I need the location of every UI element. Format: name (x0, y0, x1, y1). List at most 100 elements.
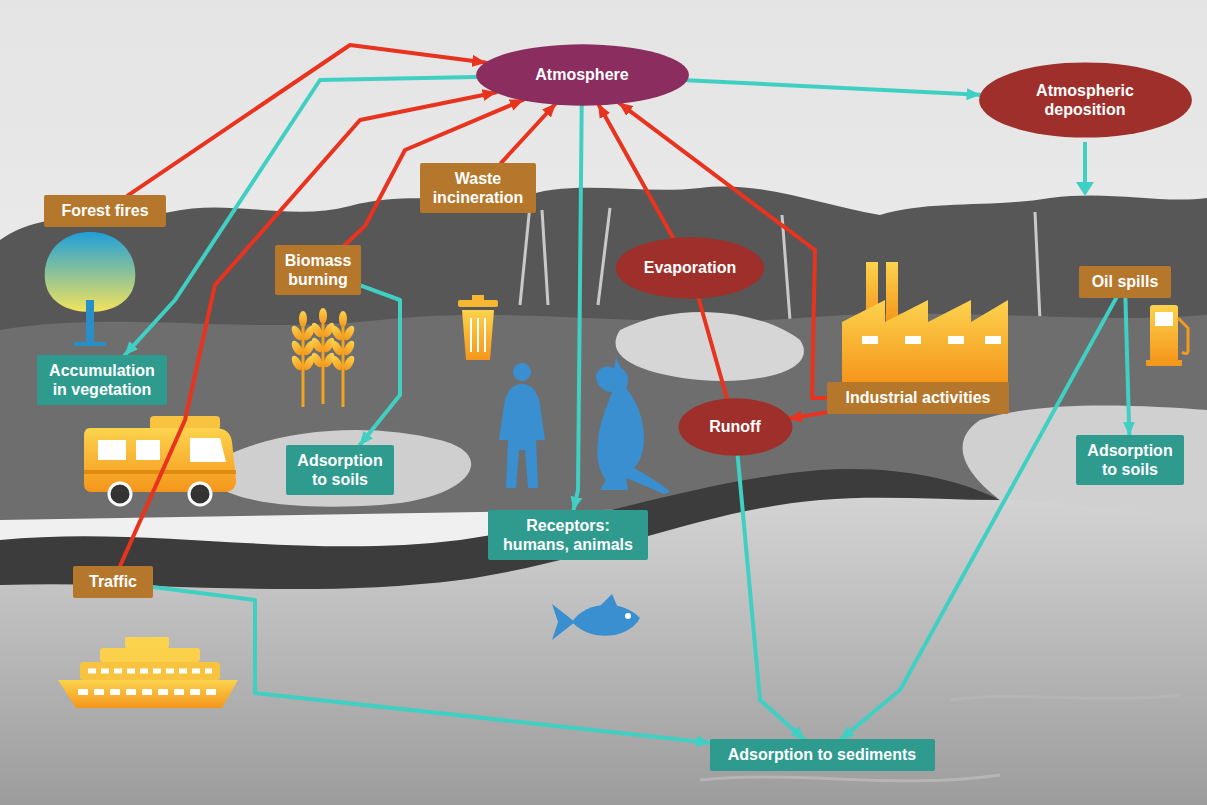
atmosphere-ellipse: Atmosphere (475, 44, 690, 106)
fuel-pump-icon (1146, 305, 1188, 366)
node-label: Atmosphere (535, 65, 628, 84)
ship-icon (58, 637, 238, 708)
sand-patch (615, 312, 803, 381)
wheat-stalk (330, 311, 357, 407)
source-box: Industrial activities (827, 382, 1009, 413)
flow-arrow (125, 77, 476, 355)
kangaroo-icon (596, 358, 670, 494)
flow-arrow (1125, 298, 1129, 435)
node-label: Forest fires (61, 201, 148, 220)
bin-body (462, 310, 494, 360)
sand-patch (200, 430, 471, 507)
bin-lid (458, 300, 498, 307)
trunk (542, 210, 548, 305)
node-label: Adsorption to soils (1085, 441, 1175, 479)
tree-base (74, 342, 106, 346)
ship-deck (80, 662, 220, 680)
trunk (598, 208, 610, 305)
node-label: Atmospheric deposition (1010, 81, 1160, 119)
flow-arrow (687, 80, 980, 95)
node-label: Traffic (89, 572, 137, 591)
ship-bridge (125, 637, 169, 648)
ship-portholes (78, 689, 220, 695)
fish-eye (625, 613, 631, 619)
deposition-arrow-head (1076, 182, 1094, 196)
node-label: Oil spills (1092, 272, 1159, 291)
source-box: Biomass burning (275, 245, 361, 295)
flow-arrow (153, 587, 710, 743)
camper-windscreen (190, 438, 226, 462)
sink-box: Adsorption to soils (286, 445, 394, 495)
process-ellipse: Runoff (678, 398, 793, 456)
sink-box: Accumulation in vegetation (37, 355, 167, 405)
flow-arrow (574, 105, 582, 510)
node-label: Waste incineration (429, 169, 527, 207)
flow-arrow (789, 412, 827, 418)
water-ripples (700, 695, 1180, 781)
ship-windows (88, 669, 212, 674)
wheat-stalk (310, 308, 337, 404)
fish-fin (600, 594, 618, 608)
bin-slits (471, 318, 485, 352)
source-box: Waste incineration (420, 163, 536, 213)
flow-arrow (698, 298, 727, 400)
person-body (499, 384, 545, 488)
tree-trunk (86, 300, 94, 344)
camper-wheel (189, 483, 211, 505)
sink-box: Adsorption to soils (1076, 435, 1184, 485)
factory-hall (842, 300, 1008, 382)
factory-windows (862, 336, 1001, 344)
camper-window (136, 440, 160, 460)
fish-tail (552, 604, 575, 640)
ellipse-fill (476, 44, 689, 105)
tree-icon (45, 232, 136, 346)
source-box: Traffic (73, 566, 153, 597)
node-label: Biomass burning (284, 251, 352, 289)
camper-body (84, 428, 236, 492)
camper-icon (84, 416, 236, 505)
ship-hull (58, 680, 238, 708)
chimney (886, 262, 898, 322)
flow-arrow (841, 298, 1117, 740)
deposition-arrow (1076, 142, 1094, 196)
node-label: Accumulation in vegetation (46, 361, 158, 399)
pump-screen (1155, 312, 1173, 326)
source-box: Oil spills (1079, 266, 1171, 297)
ellipse-fill (678, 398, 792, 455)
process-ellipse: Atmospheric deposition (978, 62, 1193, 138)
pump-hose (1178, 318, 1188, 354)
ship-deck (100, 648, 200, 662)
fish-icon (552, 594, 640, 640)
person-icon (499, 363, 545, 488)
person-head (513, 363, 531, 381)
camper-window (98, 440, 126, 460)
pump-base (1146, 360, 1182, 366)
node-label: Industrial activities (846, 388, 991, 407)
fish-body (572, 605, 640, 636)
node-label: Receptors: humans, animals (497, 516, 639, 554)
ellipse-fill (979, 62, 1192, 137)
flow-arrow (599, 105, 674, 239)
factory-icon (842, 262, 1008, 382)
ellipse-fill (616, 237, 765, 298)
trunk (1035, 212, 1040, 320)
deposition-arrow-line (1083, 142, 1087, 184)
flow-arrow (501, 104, 555, 163)
camper-wheel (109, 483, 131, 505)
bin-handle (472, 295, 484, 300)
bin-icon (458, 295, 498, 360)
wheat-icon (290, 308, 357, 407)
flow-arrow (738, 455, 805, 739)
node-label: Adsorption to sediments (728, 745, 916, 764)
source-box: Forest fires (44, 195, 166, 226)
node-label: Evaporation (644, 258, 736, 277)
ellipse-outline (978, 62, 1193, 138)
node-label: Adsorption to soils (295, 451, 385, 489)
process-ellipse: Evaporation (615, 237, 765, 299)
pump-body (1150, 305, 1178, 363)
trunk (520, 205, 530, 305)
node-label: Runoff (709, 417, 761, 436)
sink-box: Adsorption to sediments (710, 739, 935, 770)
sink-box: Receptors: humans, animals (488, 510, 648, 560)
